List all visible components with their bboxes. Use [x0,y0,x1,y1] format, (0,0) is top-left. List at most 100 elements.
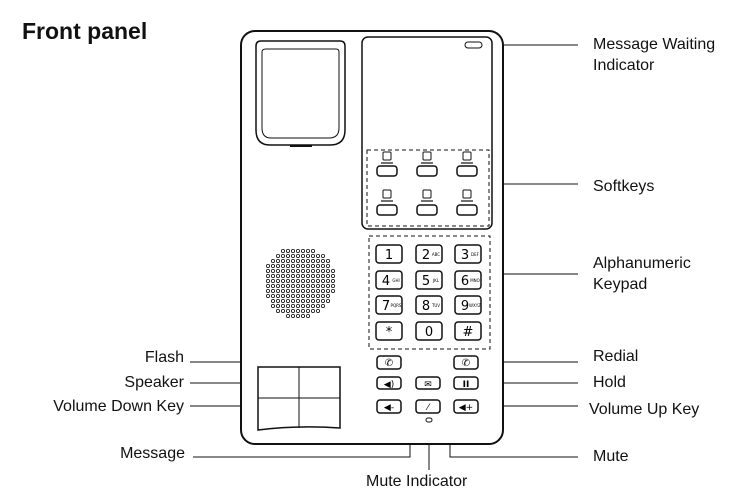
keypad-digit: 7 [382,299,390,314]
speaker-hole [275,253,280,258]
speaker-hole [295,248,300,253]
speaker-hole [280,263,285,268]
keypad-key-frame[interactable] [415,270,443,290]
keypad-key-frame[interactable] [375,244,403,264]
speaker-hole [275,288,280,293]
speaker-hole [315,288,320,293]
keypad-key-frame[interactable] [375,321,403,341]
label-message-waiting: Message Waiting Indicator [593,34,715,76]
speaker-hole [265,273,270,278]
keypad-key-frame[interactable] [454,295,482,315]
speaker-key[interactable] [376,376,402,390]
speaker-hole [265,268,270,273]
speaker-hole [295,288,300,293]
keypad-key-frame[interactable] [454,270,482,290]
function-keys: ✆ ✆ ◀) ✉ II ◀- ⁄ ◀+ [376,355,479,423]
keypad-key-frame[interactable] [454,321,482,341]
keypad-key-frame[interactable] [415,295,443,315]
speaker-hole [305,288,310,293]
keypad-key-11[interactable]: 0 [415,321,443,341]
keypad-key-frame[interactable] [375,295,403,315]
softkey-1[interactable] [376,165,398,177]
softkey-6[interactable] [456,204,478,216]
keypad-key-1[interactable]: 1 [375,244,403,264]
speaker-hole [290,268,295,273]
speaker-hole [305,313,310,318]
speaker-hole [295,263,300,268]
keypad-letters: JKL [432,278,440,283]
speaker-hole [320,303,325,308]
volume-down-key[interactable] [376,399,402,414]
keypad-key-frame[interactable] [375,270,403,290]
speaker-hole [290,308,295,313]
speaker-hole [285,303,290,308]
label-flash: Flash [144,349,184,366]
label-volume-down: Volume Down Key [53,398,184,415]
speaker-hole [305,303,310,308]
label-mute-indicator: Mute Indicator [366,473,468,490]
speaker-hole [290,313,295,318]
speaker-hole [300,308,305,313]
mute-key[interactable] [415,399,441,414]
speaker-hole [275,293,280,298]
softkey-5[interactable] [416,204,438,216]
keypad-key-frame[interactable] [415,244,443,264]
speaker-hole [280,283,285,288]
speaker-hole [300,283,305,288]
speaker-hole [290,263,295,268]
speaker-hole [280,298,285,303]
speaker-hole [280,268,285,273]
label-volume-up: Volume Up Key [589,401,700,418]
speaker-hole [275,263,280,268]
keypad-key-frame[interactable] [415,321,443,341]
speaker-hole [310,298,315,303]
speaker-hole [330,273,335,278]
keypad-digit: * [386,325,393,340]
speaker-hole [280,278,285,283]
handset-inner [261,48,340,139]
keypad-key-12[interactable]: # [454,321,482,341]
speaker-hole [310,278,315,283]
message-icon: ✉ [424,380,432,390]
speaker-hole [285,248,290,253]
speaker-hole [285,288,290,293]
flash-key[interactable] [376,355,402,370]
speaker-hole [275,298,280,303]
softkey-2[interactable] [416,165,438,177]
speaker-hole [285,253,290,258]
keypad-key-frame[interactable] [454,244,482,264]
speaker-hole [275,273,280,278]
volume-up-key[interactable] [453,399,479,414]
message-key[interactable] [415,376,441,390]
hold-key[interactable] [453,376,479,390]
label-hold: Hold [593,374,626,391]
speaker-hole [310,253,315,258]
speaker-hole [300,293,305,298]
speaker-hole [305,298,310,303]
keypad-letters: MNO [470,278,480,283]
speaker-hole [270,288,275,293]
keypad-key-10[interactable]: * [375,321,403,341]
label-keypad-line2: Keypad [593,276,648,293]
speaker-hole [300,253,305,258]
speaker-hole [300,288,305,293]
softkey-4[interactable] [376,204,398,216]
redial-key[interactable] [453,355,479,370]
speaker-hole [290,253,295,258]
speaker-hole [285,298,290,303]
speaker-hole [290,288,295,293]
speaker-hole [265,278,270,283]
speaker-hole [300,303,305,308]
speaker-hole [295,278,300,283]
speaker-hole [290,293,295,298]
softkey-3[interactable] [456,165,478,177]
speaker-hole [330,278,335,283]
